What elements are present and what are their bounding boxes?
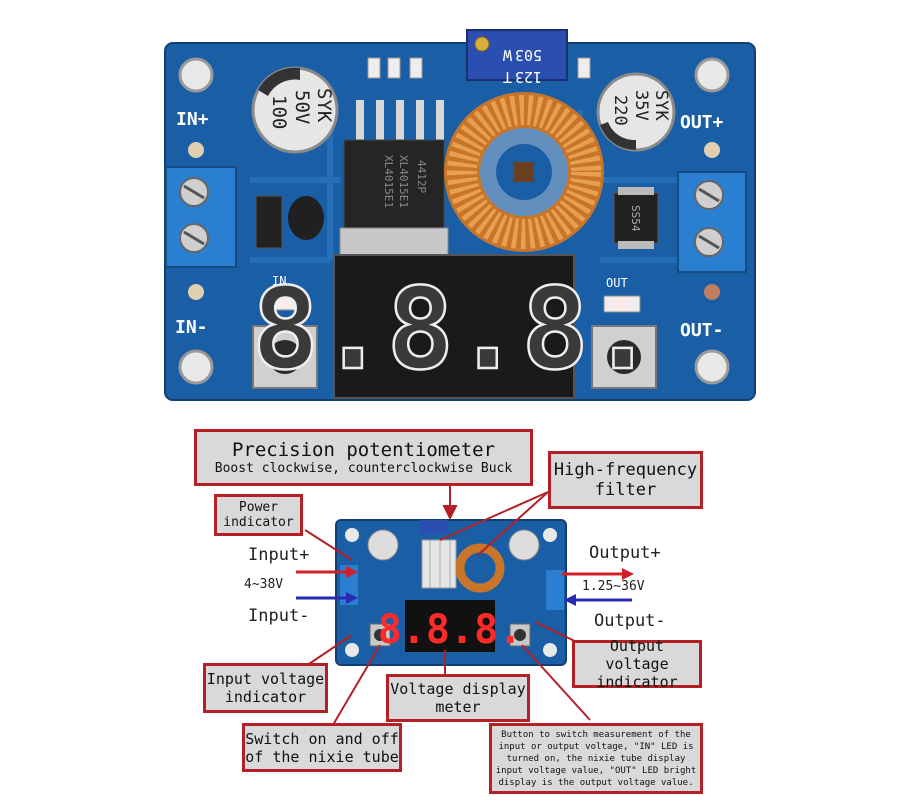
output-plus-label: Output+	[589, 543, 661, 563]
output-terminal-block	[677, 171, 747, 273]
output-minus-label: Output-	[594, 611, 666, 631]
cap-right-text-3: SYK	[651, 90, 671, 121]
output-minus-arrow	[564, 594, 632, 606]
board-photo-small: 8.8.8.	[296, 486, 634, 731]
callout-power-indicator: Power indicator	[214, 494, 303, 536]
callout-button-line4: input voltage value, "OUT" LED bright	[495, 765, 697, 776]
buck-converter-ic: XL4015E1 XL4015E1 4412P	[339, 100, 449, 257]
callout-button-line2: input or output voltage, "IN" LED is	[498, 741, 694, 752]
pot-text-w: W	[502, 46, 512, 64]
display-digits-small: 8.8.8.	[378, 607, 523, 653]
output-plus-arrow	[562, 568, 634, 580]
callout-potentiometer-title: Precision potentiometer	[231, 439, 496, 461]
led-in-label: IN	[272, 274, 286, 288]
cap-right-text-2: 35V	[631, 90, 651, 121]
callout-filter-line2: filter	[594, 480, 657, 500]
callout-output-voltage-indicator: Output voltage indicator	[572, 637, 702, 691]
led-out-label: OUT	[606, 276, 628, 290]
pot-text-code: 123	[515, 68, 542, 86]
mounting-hole	[178, 349, 214, 385]
callout-voltage-display-meter: Voltage display meter	[386, 674, 530, 722]
input-range-label: 4~38V	[244, 577, 284, 592]
output-capacitor: 220 35V SYK	[596, 72, 676, 152]
input-minus-arrow	[296, 592, 358, 604]
input-terminal-block	[165, 166, 237, 268]
mounting-hole	[178, 57, 214, 93]
pin-label-out-plus: OUT+	[680, 112, 724, 133]
output-range-label: 1.25~36V	[582, 579, 645, 594]
ic-text-3: 4412P	[415, 160, 428, 193]
callout-input-ind-line1: Input voltage	[206, 670, 325, 688]
callout-switch-line2: of the nixie tube	[245, 747, 399, 766]
ic-text-1: XL4015E1	[397, 155, 410, 208]
cap-right-text-1: 220	[610, 95, 630, 126]
input-minus-label: Input-	[248, 606, 310, 626]
pin-label-in-plus: IN+	[176, 109, 209, 130]
callout-filter-line1: High-frequency	[553, 460, 698, 480]
callout-power-line2: indicator	[223, 515, 294, 530]
input-led: IN	[265, 274, 303, 311]
callout-high-frequency-filter: High-frequency filter	[548, 451, 703, 509]
input-plus-arrow	[296, 566, 358, 578]
pin-label-in-minus: IN-	[175, 317, 208, 338]
ic-text-2: XL4015E1	[382, 155, 395, 208]
callout-output-ind-line2: indicator	[596, 673, 678, 691]
diode-text: SS54	[629, 205, 642, 232]
cap-left-text-3: SYK	[313, 88, 335, 123]
callout-power-line1: Power	[238, 500, 279, 515]
callout-button-line1: Button to switch measurement of the	[501, 729, 691, 740]
input-capacitor: 100 50V SYK	[251, 66, 339, 154]
cap-left-text-1: 100	[268, 95, 290, 129]
callout-button-line5: display is the output voltage value.	[498, 777, 694, 788]
callout-voltage-select-button: Button to switch measurement of the inpu…	[489, 723, 703, 794]
callout-potentiometer-sub: Boost clockwise, counterclockwise Buck	[214, 461, 513, 476]
callout-meter-line1: Voltage display	[390, 680, 526, 698]
seven-segment-display-large: 8.8.8.	[250, 254, 658, 399]
pot-text-value: 503	[515, 46, 542, 64]
precision-potentiometer: 503 W 123 T	[466, 29, 568, 86]
callout-meter-line2: meter	[435, 698, 481, 716]
display-on-off-switch	[252, 325, 318, 389]
voltage-select-button	[591, 325, 657, 389]
callout-button-line3: turned on, the nixie tube display	[506, 753, 686, 764]
display-digits-large: 8.8.8.	[252, 265, 657, 395]
callout-output-ind-line1: Output voltage	[605, 637, 669, 673]
callout-switch-line1: Switch on and off	[245, 729, 399, 748]
callout-potentiometer: Precision potentiometer Boost clockwise,…	[194, 429, 533, 486]
input-plus-label: Input+	[248, 545, 310, 565]
callout-input-ind-line2: indicator	[224, 688, 307, 706]
board-photo-large: 100 50V SYK 220 35V SYK 503 W 123 T XL40…	[164, 29, 756, 401]
callout-input-voltage-indicator: Input voltage indicator	[203, 663, 328, 713]
cap-left-text-2: 50V	[291, 90, 313, 124]
toroidal-inductor	[444, 92, 604, 252]
callout-nixie-switch: Switch on and off of the nixie tube	[242, 723, 402, 772]
output-led: OUT	[603, 276, 641, 313]
pin-label-out-minus: OUT-	[680, 320, 723, 341]
pot-text-t: T	[503, 68, 512, 86]
mounting-hole	[694, 57, 730, 93]
schottky-diode: SS54	[613, 187, 659, 249]
mounting-hole	[694, 349, 730, 385]
